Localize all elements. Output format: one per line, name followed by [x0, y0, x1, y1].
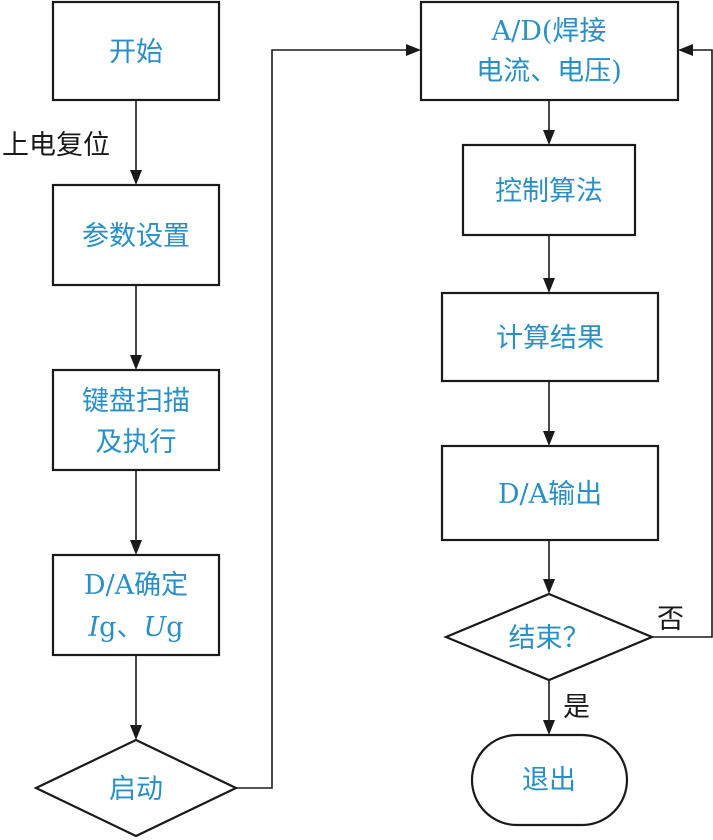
- arrowhead-da-set: [130, 540, 142, 555]
- end-check-main: 结束: [509, 623, 563, 654]
- ig-italic: I: [87, 612, 100, 643]
- keyboard-label-line1: 键盘扫描: [82, 386, 190, 417]
- da-set-label-line2: Ig、Ug: [87, 612, 183, 643]
- exit-terminal: [470, 733, 629, 827]
- connector-no-loop: [652, 49, 713, 638]
- arrowhead-loop: [678, 44, 693, 56]
- end-check-mark: ？: [563, 623, 590, 654]
- ad-line2-close: ): [611, 56, 622, 87]
- ad-line2-main: 电流、电压: [476, 56, 611, 87]
- no-label: 否: [657, 604, 684, 635]
- ad-prefix: A/D(: [491, 16, 553, 47]
- arrowhead-keyboard: [130, 355, 142, 370]
- ug-rest: g: [166, 612, 183, 643]
- ig-ug-sep: 、: [116, 612, 143, 643]
- da-set-suffix: 确定: [134, 570, 188, 601]
- end-check-label: 结束？: [509, 623, 590, 654]
- arrowhead-control: [543, 130, 555, 145]
- params-label: 参数设置: [82, 221, 190, 252]
- control-label: 控制算法: [495, 176, 603, 207]
- ad-suffix: 焊接: [552, 16, 606, 47]
- da-out-label: D/A输出: [498, 479, 602, 510]
- arrowhead-compute: [543, 278, 555, 293]
- launch-label: 启动: [109, 774, 163, 805]
- reset-label: 上电复位: [2, 130, 110, 161]
- yes-label: 是: [563, 692, 590, 723]
- ad-label-line2: 电流、电压): [476, 56, 622, 87]
- da-out-box: [440, 444, 660, 542]
- da-out-prefix: D/A: [498, 479, 549, 510]
- keyboard-label-line2: 及执行: [96, 427, 177, 458]
- start-label: 开始: [109, 37, 163, 68]
- ad-label-line1: A/D(焊接: [491, 16, 607, 47]
- compute-box: [440, 291, 660, 383]
- da-set-label-line1: D/A确定: [84, 570, 188, 601]
- arrowhead-end-check: [543, 579, 555, 594]
- arrowhead-exit: [543, 720, 555, 735]
- compute-label: 计算结果: [496, 323, 604, 354]
- arrowhead-params: [130, 170, 142, 185]
- ad-box: [419, 0, 680, 102]
- connector-launch-ad: [236, 49, 406, 789]
- ug-italic: U: [143, 612, 167, 643]
- arrowhead-ad: [406, 44, 421, 56]
- exit-label: 退出: [522, 765, 576, 796]
- keyboard-box: [51, 368, 221, 472]
- arrowhead-launch: [130, 725, 142, 740]
- control-box: [461, 143, 637, 237]
- da-set-prefix: D/A: [84, 570, 135, 601]
- arrowhead-da-out: [543, 431, 555, 446]
- launch-decision: [33, 738, 239, 838]
- params-box: [51, 183, 221, 287]
- da-out-suffix: 输出: [548, 479, 602, 510]
- ig-rest: g: [99, 612, 116, 643]
- start-box: [51, 0, 221, 102]
